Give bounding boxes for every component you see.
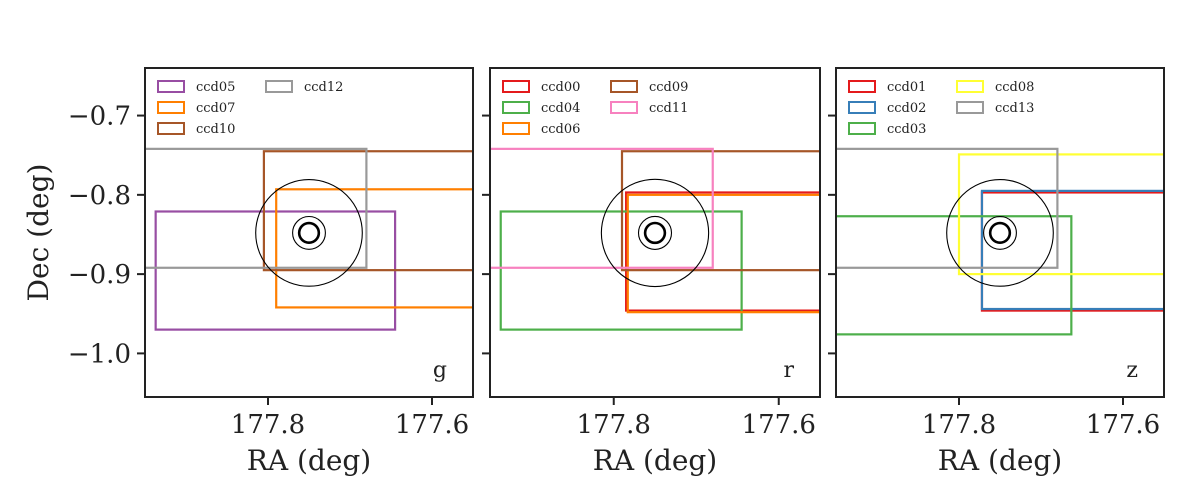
legend-swatch [157,101,185,114]
footprint-ccd02 [980,189,1164,311]
x-tick-label: 177.8 [231,410,305,440]
target-circle-1 [637,215,673,250]
x-axis-label: RA (deg) [938,444,1062,477]
legend-swatch [956,101,984,114]
axes-frame [489,67,821,398]
legend-label-ccd10: ccd10 [196,122,235,137]
footprint-ccd10 [262,150,473,272]
x-tick-label: 177.8 [577,410,651,440]
x-axis-label: RA (deg) [247,444,371,477]
band-label: z [1126,358,1138,383]
x-tick-label: 177.8 [922,410,996,440]
legend-swatch [956,80,984,93]
target-circle-0 [600,178,710,288]
legend: ccd01 ccd02 ccd03 ccd08 ccd13 [848,80,1034,137]
legend-swatch [157,80,185,93]
plot-area [145,147,473,331]
legend-label-ccd08: ccd08 [995,80,1034,95]
legend-swatch [502,80,530,93]
y-tick-label: −0.7 [68,102,131,132]
footprint-ccd07 [275,188,473,309]
legend-label-ccd03: ccd03 [887,122,926,137]
footprint-ccd00 [625,191,820,312]
footprint-ccd01 [980,191,1164,312]
legend-label-ccd05: ccd05 [196,80,235,95]
x-tick-label: 177.6 [395,410,469,440]
legend-swatch [610,101,638,114]
y-tick-label: −0.9 [68,260,131,290]
legend: ccd00 ccd04 ccd06 ccd09 ccd11 [502,80,688,137]
panel-g: −0.7 −0.8 −0.9 −1.0 177.8 177.6 RA (deg) Dec (d… [22,67,474,477]
axes-frame [835,67,1165,398]
target-circle-1 [292,215,326,250]
y-tick-label: −1.0 [68,339,131,369]
y-tick-label: −0.8 [68,181,131,211]
target-circle-0 [255,179,363,287]
legend-swatch [265,80,293,93]
x-tick-label: 177.6 [742,410,816,440]
x-axis-label: RA (deg) [593,444,717,477]
legend-swatch [848,122,876,135]
plot-area [490,147,820,331]
legend-label-ccd07: ccd07 [196,101,235,116]
footprint-ccd03 [836,215,1073,336]
legend-label-ccd00: ccd00 [541,80,580,95]
legend-label-ccd12: ccd12 [304,80,343,95]
legend-swatch [610,80,638,93]
y-axis-label: Dec (deg) [22,164,55,302]
target-circle-2 [297,221,321,245]
legend-label-ccd09: ccd09 [649,80,688,95]
footprint-ccd09 [620,150,820,272]
x-tick-label: 177.6 [1086,410,1160,440]
legend-swatch [157,122,185,135]
legend-swatch [502,101,530,114]
legend-swatch [848,101,876,114]
target-circle-1 [983,215,1017,250]
footprint-ccd11 [490,147,714,269]
footprint-ccd13 [836,147,1059,269]
legend-label-ccd13: ccd13 [995,101,1034,116]
plot-area [836,147,1164,336]
footprint-ccd06 [626,193,820,314]
band-label: g [433,358,447,383]
legend: ccd05 ccd07 ccd10 ccd12 [157,80,343,137]
footprint-ccd08 [957,153,1164,276]
legend-label-ccd06: ccd06 [541,122,580,137]
legend-label-ccd01: ccd01 [887,80,926,95]
legend-swatch [502,122,530,135]
target-circle-2 [988,221,1012,245]
legend-label-ccd04: ccd04 [541,101,580,116]
legend-label-ccd11: ccd11 [649,101,688,116]
legend-swatch [848,80,876,93]
legend-label-ccd02: ccd02 [887,101,926,116]
band-label: r [783,358,794,383]
axes-frame [144,67,474,398]
target-circle-0 [946,179,1054,287]
panels: −0.7 −0.8 −0.9 −1.0 177.8 177.6 RA (deg) Dec (d… [22,67,1165,477]
target-circle-2 [643,221,667,245]
footprint-ccd12 [145,147,368,269]
